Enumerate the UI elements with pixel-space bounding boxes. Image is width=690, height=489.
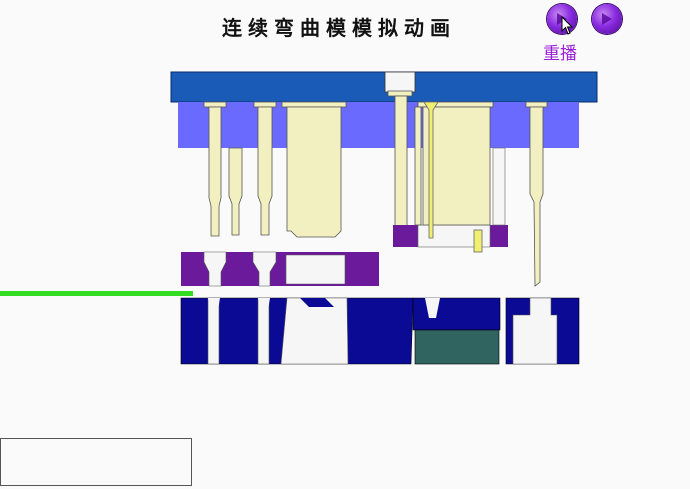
play-button[interactable] [592,4,622,34]
lower-die-right [412,297,580,365]
bending-punch-right [414,101,494,226]
pierce-punch [228,147,243,236]
punch-gap [492,147,506,226]
pierce-punch [203,101,227,237]
strip-material [0,291,193,296]
punch-holder [178,102,579,148]
upper-die-plate [170,71,598,103]
bending-punch [281,101,347,238]
ejector-block [414,329,500,365]
lower-die [180,297,414,365]
play-icon [602,13,612,25]
spring-pin [423,101,483,253]
upper-plate-slot [384,71,416,93]
stripper-plate [181,251,379,287]
pierce-punch [253,101,277,236]
status-box [0,438,192,486]
page-title: 连续弯曲模模拟动画 [222,16,456,40]
mouse-cursor-icon [561,16,574,35]
replay-label[interactable]: 重播 [543,44,577,64]
pilot-punch [525,101,548,287]
guide-pin [387,90,413,227]
